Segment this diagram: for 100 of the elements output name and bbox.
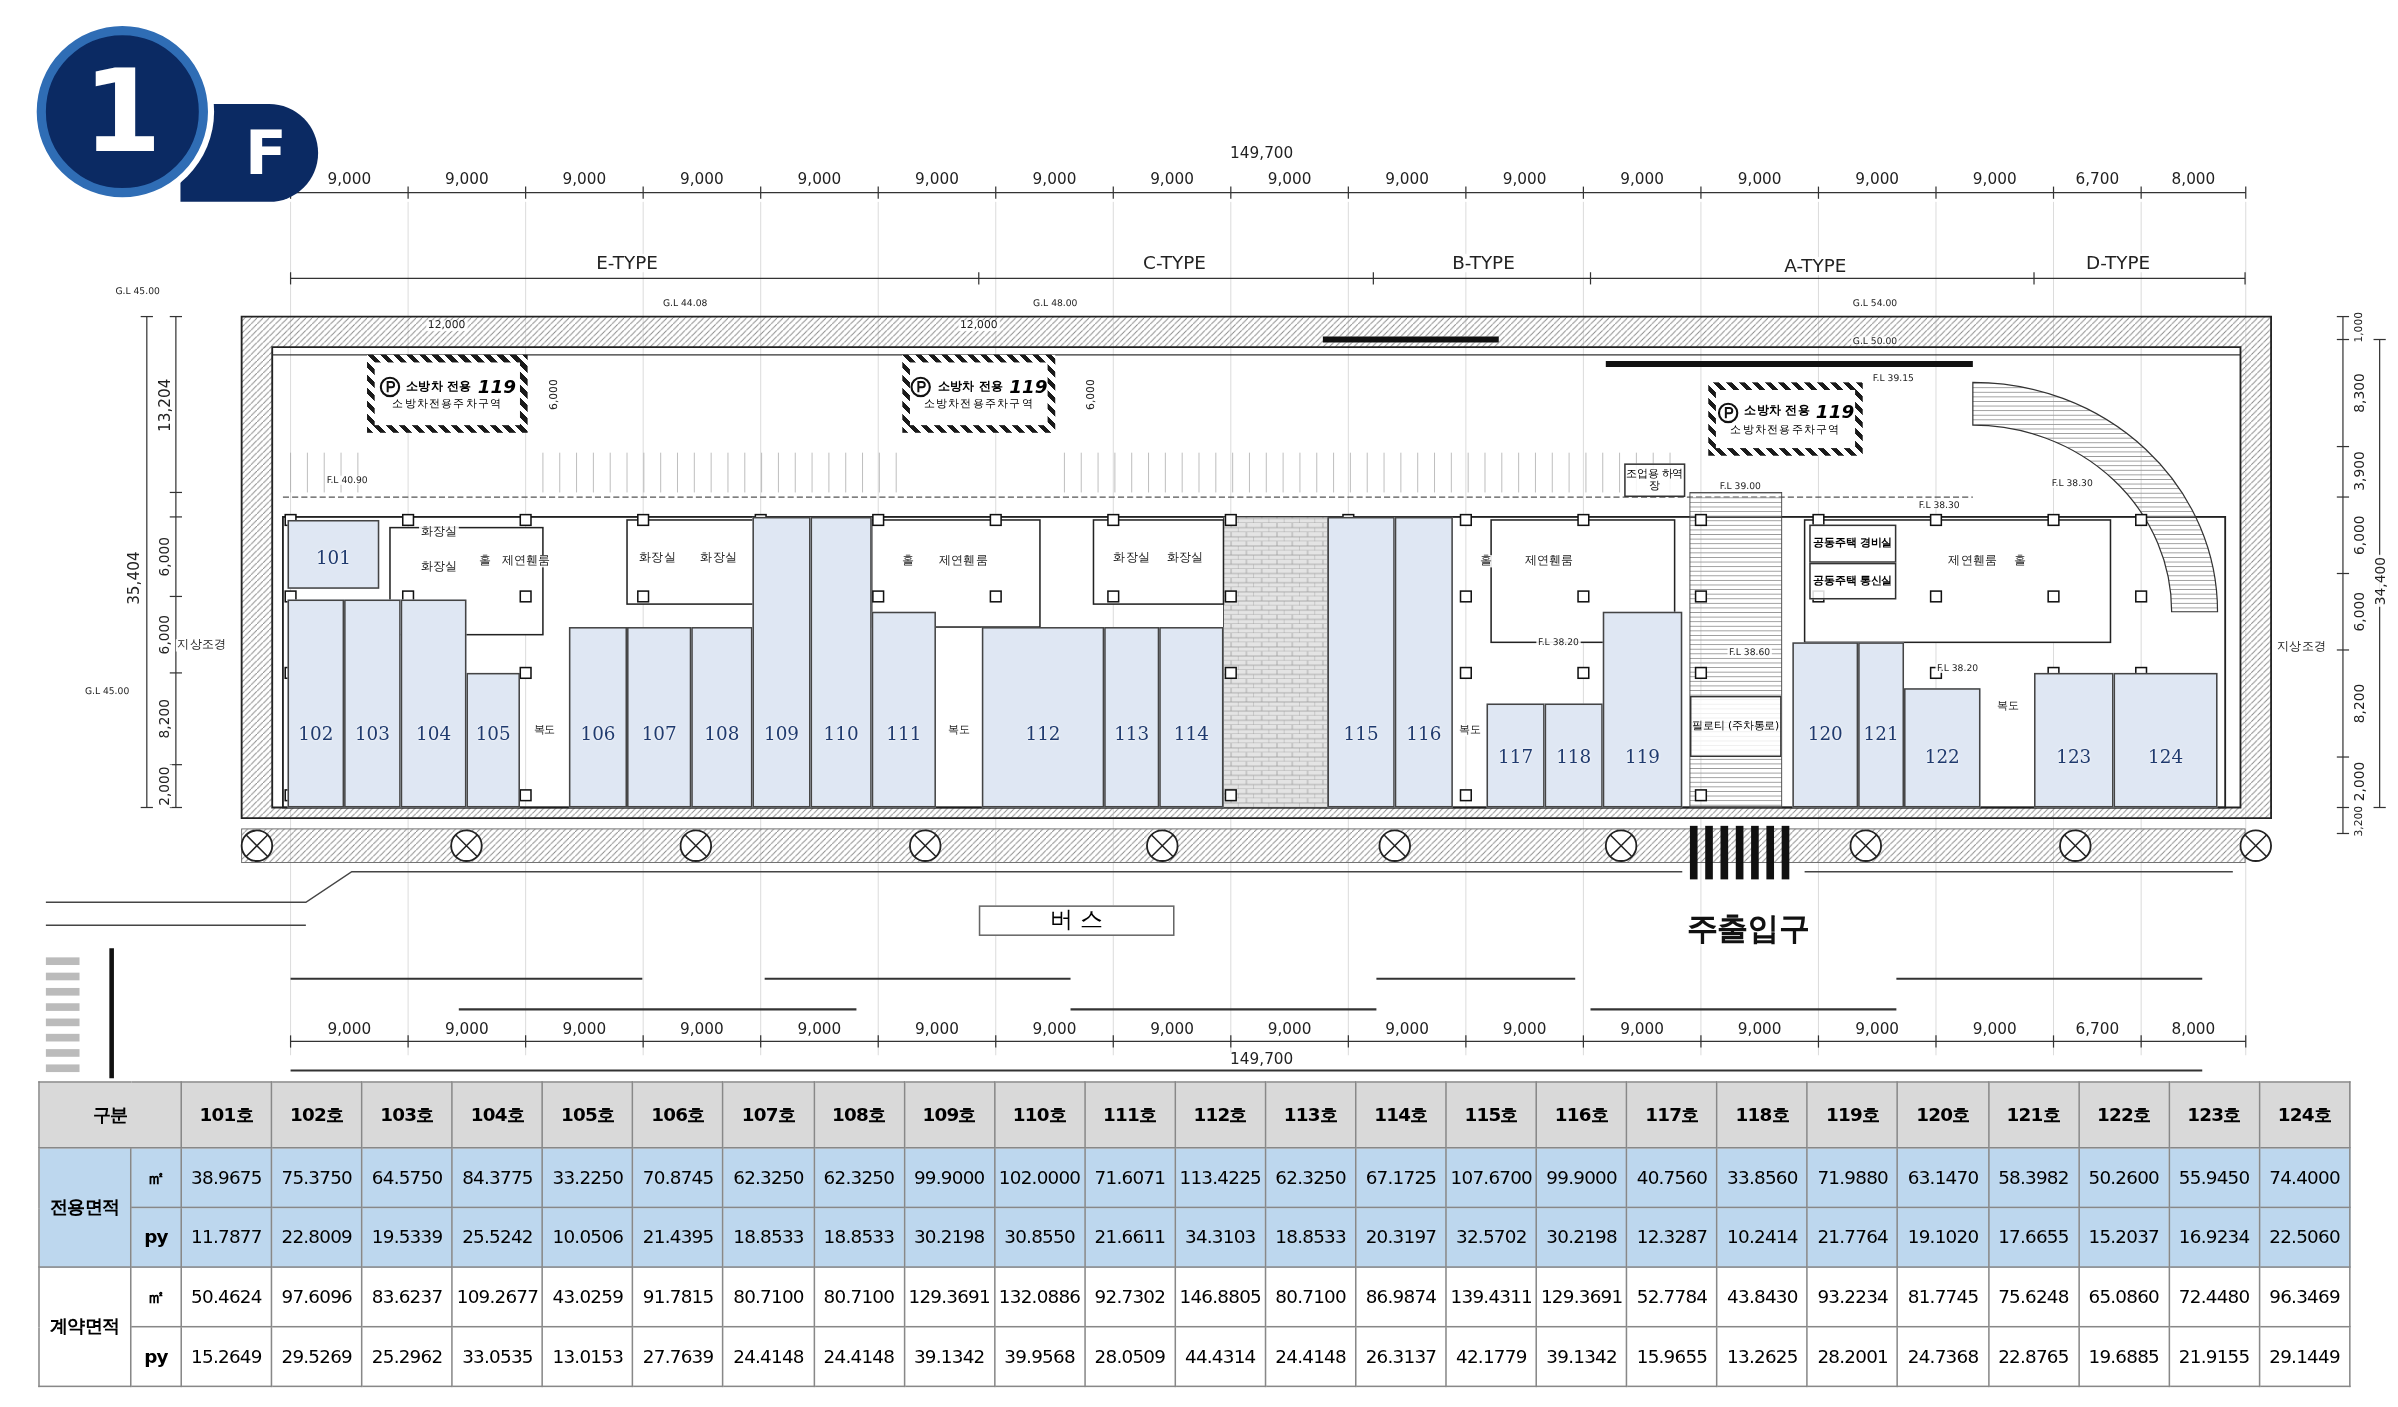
table-cell: 20.3197 bbox=[1355, 1207, 1447, 1268]
table-cell: 65.0860 bbox=[2078, 1267, 2169, 1327]
shop-unit bbox=[466, 672, 520, 808]
shop-unit bbox=[871, 611, 936, 808]
dimension-text: 1,000 bbox=[2354, 310, 2366, 345]
dimension-text: 9,000 bbox=[443, 171, 491, 187]
room-name: 공동주택 경비실 bbox=[1813, 537, 1893, 550]
table-cell: 93.2234 bbox=[1807, 1267, 1898, 1327]
room-name: 필로티 (주차통로) bbox=[1692, 720, 1780, 733]
unit-number: 118 bbox=[1556, 746, 1592, 768]
shop-unit bbox=[287, 599, 345, 808]
room-label: 화장실 bbox=[698, 552, 739, 565]
unit-number: 114 bbox=[1173, 723, 1209, 745]
unit-number: 124 bbox=[2148, 746, 2184, 768]
table-cell: 43.8430 bbox=[1717, 1267, 1808, 1327]
table-cell: 29.1449 bbox=[2259, 1326, 2350, 1387]
dimension-text: 9,000 bbox=[913, 171, 961, 187]
dimension-text: 149,700 bbox=[1228, 145, 1295, 161]
table-cell: 58.3982 bbox=[1988, 1147, 2079, 1208]
table-cell: 39.9568 bbox=[994, 1326, 1085, 1387]
column-header: 121호 bbox=[1988, 1082, 2079, 1148]
table-cell: 10.2414 bbox=[1717, 1207, 1808, 1268]
table-cell: 43.0259 bbox=[542, 1267, 633, 1327]
dimension-text: 9,000 bbox=[1031, 171, 1078, 187]
dimension-text: 9,000 bbox=[1383, 1021, 1431, 1037]
level-text: F.L 39.00 bbox=[1718, 481, 1763, 491]
room-label: 복도 bbox=[1995, 701, 2021, 712]
column-header: 124호 bbox=[2259, 1082, 2350, 1148]
table-cell: 27.7639 bbox=[633, 1326, 724, 1387]
level-text: G.L 44.08 bbox=[661, 298, 709, 308]
column-header: 102호 bbox=[271, 1082, 362, 1148]
type-label: D-TYPE bbox=[2084, 253, 2152, 273]
table-cell: 18.8533 bbox=[723, 1207, 814, 1268]
column-header: 122호 bbox=[2078, 1082, 2169, 1148]
unit-number: 105 bbox=[475, 723, 511, 745]
table-cell: 81.7745 bbox=[1897, 1267, 1989, 1327]
dimension-text: 3,900 bbox=[2352, 449, 2367, 493]
unit-header: py bbox=[130, 1207, 182, 1268]
room-label: 화장실 bbox=[1111, 552, 1152, 565]
table-cell: 113.4225 bbox=[1175, 1147, 1266, 1208]
shop-unit bbox=[627, 627, 692, 808]
table-cell: 80.7100 bbox=[813, 1267, 905, 1327]
table-cell: 70.8745 bbox=[633, 1147, 724, 1208]
table-cell: 86.9874 bbox=[1355, 1267, 1447, 1327]
table-cell: 132.0886 bbox=[994, 1267, 1085, 1327]
dimension-text: 8,300 bbox=[2352, 371, 2367, 415]
shop-unit bbox=[2034, 672, 2114, 808]
dimension-text: 9,000 bbox=[1266, 171, 1313, 187]
dimension-text: 6,000 bbox=[549, 377, 561, 412]
column-header: 105호 bbox=[542, 1082, 633, 1148]
column-header: 119호 bbox=[1807, 1082, 1898, 1148]
dimension-text: 9,000 bbox=[1266, 1021, 1313, 1037]
room-label: 화장실 bbox=[419, 526, 459, 539]
table-cell: 19.5339 bbox=[361, 1207, 453, 1268]
table-cell: 16.9234 bbox=[2168, 1207, 2260, 1268]
table-cell: 44.4314 bbox=[1175, 1326, 1266, 1387]
level-text: F.L 40.90 bbox=[325, 475, 370, 485]
room-label: 복도 bbox=[532, 725, 557, 737]
dimension-text: 9,000 bbox=[1736, 171, 1784, 187]
table-cell: 24.4148 bbox=[1265, 1326, 1356, 1387]
parking-sign bbox=[1708, 382, 1863, 456]
dimension-text: 9,000 bbox=[1853, 171, 1901, 187]
level-text: F.L 38.20 bbox=[1935, 663, 1980, 673]
unit-number: 106 bbox=[580, 723, 616, 745]
unit-number: 122 bbox=[1924, 746, 1960, 768]
table-cell: 139.4311 bbox=[1446, 1267, 1537, 1327]
table-cell: 11.7877 bbox=[181, 1207, 272, 1268]
column-header: 112호 bbox=[1175, 1082, 1266, 1148]
room-box bbox=[1809, 562, 1897, 600]
table-cell: 18.8533 bbox=[1265, 1207, 1356, 1268]
dimension-text: 9,000 bbox=[1148, 1021, 1196, 1037]
column-header: 118호 bbox=[1717, 1082, 1808, 1148]
table-cell: 33.2250 bbox=[542, 1147, 633, 1208]
column-header: 107호 bbox=[723, 1082, 814, 1148]
dimension-text: 12,000 bbox=[426, 320, 467, 332]
parking-sign bbox=[902, 354, 1056, 433]
table-cell: 62.3250 bbox=[723, 1147, 814, 1208]
room-label: 홀 bbox=[900, 555, 917, 568]
shop-unit bbox=[1486, 703, 1545, 808]
table-cell: 21.6611 bbox=[1084, 1207, 1176, 1268]
dimension-text: 3,200 bbox=[2354, 804, 2366, 839]
column-header: 110호 bbox=[994, 1082, 1085, 1148]
room-label: 화장실 bbox=[637, 552, 678, 565]
unit-number: 115 bbox=[1343, 723, 1379, 745]
dimension-text: 9,000 bbox=[1736, 1021, 1784, 1037]
column-header: 111호 bbox=[1084, 1082, 1176, 1148]
table-cell: 64.5750 bbox=[361, 1147, 453, 1208]
table-cell: 62.3250 bbox=[813, 1147, 905, 1208]
table-cell: 107.6700 bbox=[1446, 1147, 1537, 1208]
table-cell: 28.0509 bbox=[1084, 1326, 1176, 1387]
room-label: 복도 bbox=[1457, 725, 1482, 737]
dimension-text: 9,000 bbox=[1618, 171, 1666, 187]
table-cell: 63.1470 bbox=[1897, 1147, 1989, 1208]
shop-unit bbox=[287, 520, 380, 589]
table-cell: 62.3250 bbox=[1265, 1147, 1356, 1208]
table-cell: 30.2198 bbox=[904, 1207, 995, 1268]
row-header: 전용면적 bbox=[39, 1147, 131, 1268]
sign-number: 119 bbox=[477, 377, 517, 398]
table-cell: 50.2600 bbox=[2078, 1147, 2169, 1208]
room-label: 제연휀룸 bbox=[500, 555, 553, 568]
